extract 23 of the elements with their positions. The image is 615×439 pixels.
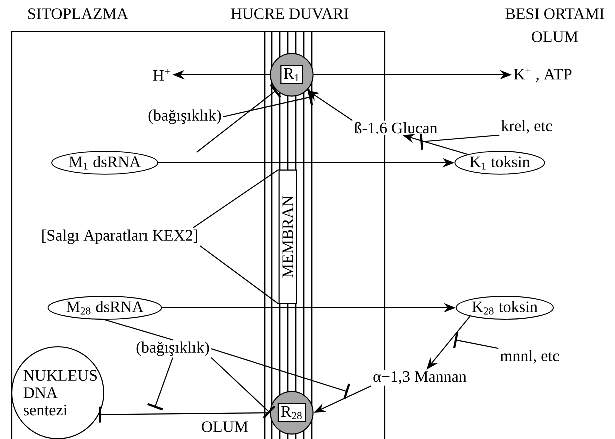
secretion-label: [Salgı Aparatları KEX2]: [42, 230, 198, 244]
glucan-label: ß-1.6 Glucan: [352, 120, 440, 136]
region-heading: SITOPLAZMA: [28, 8, 128, 20]
connector-line: [104, 319, 174, 341]
region-heading: HUCRE DUVARI: [231, 8, 349, 20]
connector-line: [200, 245, 280, 305]
inhibition-line: [196, 84, 282, 153]
inhibition-line: [420, 134, 500, 150]
factor-label: krel, etc: [502, 120, 552, 134]
membrane-box: MEMBRAN: [278, 170, 298, 304]
ion-label: H$^{+}$: [153, 69, 170, 81]
node-label: NUKLEUS DNA sentezi: [24, 370, 98, 416]
immunity-label: (bağışıklık): [148, 110, 222, 124]
outcome-label: OLUM: [202, 422, 248, 432]
inhibition-line: [99, 406, 270, 423]
region-heading: BESI ORTAMI: [506, 8, 604, 20]
immunity-label: (bağışıklık): [136, 342, 210, 356]
factor-label: mnnl, etc: [500, 350, 560, 364]
region-heading: OLUM: [532, 32, 578, 42]
inhibition-line: [223, 89, 314, 118]
mannan-label: α−1,3 Mannan: [372, 370, 468, 386]
connector-line: [193, 169, 280, 229]
ion-label: K$^{+}$ , ATP: [514, 68, 572, 82]
